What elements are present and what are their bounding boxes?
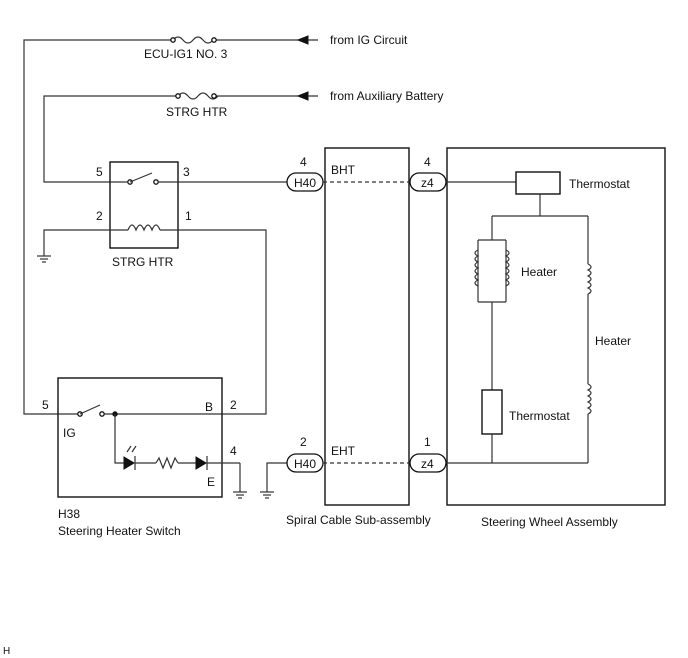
ground-icon bbox=[233, 463, 247, 499]
spiral-cable-name: Spiral Cable Sub-assembly bbox=[286, 513, 431, 527]
thermostat-bottom-label: Thermostat bbox=[509, 409, 570, 423]
ground-icon bbox=[37, 229, 110, 263]
ig-circuit-wire bbox=[23, 35, 318, 415]
z4-top-pin: 4 bbox=[424, 155, 431, 169]
switch-pin-2: 2 bbox=[230, 398, 237, 412]
relay bbox=[109, 161, 179, 249]
resistor-icon bbox=[155, 456, 179, 470]
fuse-icon bbox=[172, 36, 214, 44]
thermostat-top-label: Thermostat bbox=[569, 177, 630, 191]
switch-terminal-e: E bbox=[207, 475, 215, 489]
relay-pin-5: 5 bbox=[96, 165, 103, 179]
z4-bottom-label: z4 bbox=[421, 457, 434, 471]
z4-top-label: z4 bbox=[421, 176, 434, 190]
steering-wheel-circuit bbox=[446, 171, 592, 464]
relay-pin-1: 1 bbox=[185, 209, 192, 223]
aux-fuse-label: STRG HTR bbox=[166, 105, 228, 119]
relay-pin-2: 2 bbox=[96, 209, 103, 223]
h40-bottom-label: H40 bbox=[294, 457, 316, 471]
switch-name: Steering Heater Switch bbox=[58, 524, 181, 538]
thermostat-top-icon bbox=[515, 171, 561, 195]
switch-code: H38 bbox=[58, 507, 80, 521]
steering-wheel-box bbox=[446, 147, 666, 506]
z4-bottom-pin: 1 bbox=[424, 435, 431, 449]
heater-left-label: Heater bbox=[521, 265, 557, 279]
switch-terminal-b: B bbox=[205, 400, 213, 414]
spiral-cable-box bbox=[324, 147, 410, 506]
spiral-signal-eht: EHT bbox=[331, 444, 356, 458]
switch-pin-5: 5 bbox=[42, 398, 49, 412]
steering-heater-switch bbox=[57, 377, 240, 498]
spiral-signal-bht: BHT bbox=[331, 163, 356, 177]
coil-icon bbox=[127, 224, 161, 232]
fuse-icon bbox=[177, 92, 219, 100]
h40-bottom-pin: 2 bbox=[300, 435, 307, 449]
heater-right-icon bbox=[586, 263, 592, 295]
switch-terminal-ig: IG bbox=[63, 426, 76, 440]
diode-icon bbox=[195, 456, 207, 470]
ig-source-label: from IG Circuit bbox=[330, 33, 408, 47]
thermostat-bottom-icon bbox=[481, 389, 503, 435]
steering-wheel-name: Steering Wheel Assembly bbox=[481, 515, 618, 529]
relay-name: STRG HTR bbox=[112, 255, 174, 269]
relay-pin-3: 3 bbox=[183, 165, 190, 179]
heater-right-label: Heater bbox=[595, 334, 631, 348]
h40-top-label: H40 bbox=[294, 176, 316, 190]
ground-icon bbox=[260, 462, 287, 499]
led-icon bbox=[123, 456, 135, 470]
switch-pin-4: 4 bbox=[230, 444, 237, 458]
arrow-left-icon bbox=[296, 35, 309, 45]
ig-fuse-label: ECU-IG1 NO. 3 bbox=[144, 47, 228, 61]
aux-source-label: from Auxiliary Battery bbox=[330, 89, 443, 103]
footer-mark: H bbox=[3, 646, 10, 657]
relay-to-switch-wire bbox=[178, 229, 267, 415]
heater-left-icon bbox=[477, 239, 507, 303]
h40-top-pin: 4 bbox=[300, 155, 307, 169]
arrow-left-icon bbox=[296, 91, 309, 101]
aux-battery-wire bbox=[43, 91, 318, 183]
